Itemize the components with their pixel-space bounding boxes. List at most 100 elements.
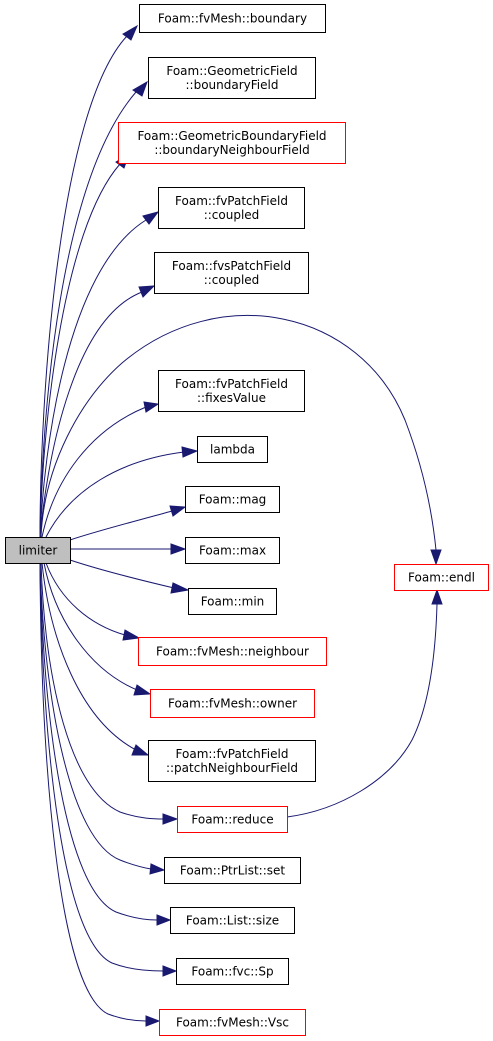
- edge-arrowhead: [122, 629, 141, 641]
- node-label: lambda: [210, 443, 255, 457]
- node-label: Foam::fvMesh::boundary: [158, 12, 307, 26]
- node-owner[interactable]: Foam::fvMesh::owner: [150, 689, 315, 718]
- edge-line: [40, 562, 165, 820]
- node-neighbour[interactable]: Foam::fvMesh::neighbour: [138, 637, 327, 666]
- node-box: [176, 958, 289, 985]
- node-box: [159, 1009, 306, 1036]
- node-box: [185, 537, 280, 564]
- edge-line: [39, 219, 147, 538]
- edge-limiter-to-neighbour: [45, 562, 141, 641]
- node-ptrlist_set[interactable]: Foam::PtrList::set: [164, 857, 301, 884]
- edge-arrowhead: [138, 285, 156, 298]
- node-label: Foam::min: [201, 595, 265, 609]
- node-root-limiter[interactable]: limiter: [5, 537, 71, 564]
- node-max[interactable]: Foam::max: [185, 537, 280, 564]
- edge-line: [40, 315, 437, 551]
- edge-limiter-to-patchNeighbourField: [41, 562, 150, 756]
- node-patchNeighbourField[interactable]: Foam::fvPatchField::patchNeighbourField: [148, 740, 316, 782]
- edge-line: [69, 510, 173, 541]
- node-box: [170, 907, 295, 934]
- edge-arrowhead: [170, 543, 187, 555]
- node-label: Foam::List::size: [186, 914, 279, 928]
- edge-arrowhead: [431, 588, 443, 605]
- edge-arrowhead: [170, 582, 190, 594]
- node-fixesValue[interactable]: Foam::fvPatchField::fixesValue: [158, 370, 305, 412]
- edge-line: [39, 562, 164, 972]
- node-label: Foam::fvPatchField: [175, 194, 288, 208]
- node-list_size[interactable]: Foam::List::size: [170, 907, 295, 934]
- edge-reduce-to-endl: [286, 588, 443, 818]
- node-box: [148, 740, 316, 782]
- edge-line: [39, 291, 143, 538]
- node-fvsPatchField_coupled[interactable]: Foam::fvsPatchField::coupled: [154, 252, 309, 294]
- edge-limiter-to-min: [69, 559, 190, 594]
- node-fvPatchField_coupled[interactable]: Foam::fvPatchField::coupled: [158, 187, 305, 229]
- edge-limiter-to-mag: [69, 505, 187, 541]
- edge-limiter-to-boundary: [39, 24, 139, 538]
- node-min[interactable]: Foam::min: [188, 588, 277, 615]
- edges-layer: [39, 24, 443, 1027]
- node-box: [148, 57, 316, 99]
- node-vsc[interactable]: Foam::fvMesh::Vsc: [159, 1009, 306, 1036]
- edge-arrowhead: [149, 863, 166, 875]
- edge-limiter-to-lambda: [45, 446, 199, 538]
- node-label: Foam::fvMesh::neighbour: [156, 645, 309, 659]
- edge-arrowhead: [142, 211, 160, 225]
- node-boundaryField[interactable]: Foam::GeometricField::boundaryField: [148, 57, 316, 99]
- node-reduce[interactable]: Foam::reduce: [177, 806, 288, 833]
- node-box: [164, 857, 301, 884]
- node-lambda[interactable]: lambda: [197, 436, 268, 463]
- edge-line: [39, 163, 121, 538]
- nodes-layer: limiter Foam::fvMesh::boundaryFoam::Geome…: [5, 4, 489, 1036]
- node-mag[interactable]: Foam::mag: [185, 486, 280, 513]
- edge-arrowhead: [145, 1015, 161, 1027]
- node-label: Foam::fvPatchField: [175, 377, 288, 391]
- edge-line: [43, 562, 138, 691]
- edge-line: [69, 559, 175, 589]
- edge-arrowhead: [132, 80, 148, 97]
- node-label: Foam::max: [199, 544, 266, 558]
- node-label: ::patchNeighbourField: [166, 761, 298, 775]
- node-endl[interactable]: Foam::endl: [394, 564, 489, 591]
- node-box: [394, 564, 489, 591]
- node-label: Foam::endl: [408, 571, 475, 585]
- edge-limiter-to-fvsPatchField_coupled: [39, 285, 156, 538]
- node-box: [185, 486, 280, 513]
- node-box: [118, 122, 346, 164]
- edge-limiter-to-max: [70, 543, 187, 555]
- node-label: Foam::fvPatchField: [176, 747, 289, 761]
- node-label: ::boundaryField: [186, 78, 279, 92]
- node-boundary[interactable]: Foam::fvMesh::boundary: [139, 4, 326, 33]
- edge-arrowhead: [181, 446, 199, 458]
- edge-line: [286, 603, 438, 818]
- edge-limiter-to-fixesValue: [41, 401, 160, 538]
- edge-arrowhead: [133, 684, 152, 696]
- edge-arrowhead: [122, 24, 139, 41]
- node-label: limiter: [19, 544, 58, 558]
- edge-arrowhead: [156, 914, 172, 926]
- edge-line: [41, 562, 137, 751]
- edge-limiter-to-list_size: [39, 562, 172, 926]
- edge-arrowhead: [162, 965, 178, 977]
- edge-line: [39, 562, 158, 921]
- node-boundaryNeighbourField[interactable]: Foam::GeometricBoundaryField::boundaryNe…: [118, 122, 346, 164]
- edge-limiter-to-fvPatchField_coupled: [39, 211, 160, 538]
- node-label: Foam::fvMesh::Vsc: [176, 1016, 289, 1030]
- node-fvc_sp[interactable]: Foam::fvc::Sp: [176, 958, 289, 985]
- node-label: Foam::fvMesh::owner: [168, 697, 297, 711]
- edge-limiter-to-reduce: [40, 562, 179, 825]
- edge-line: [39, 562, 152, 870]
- edge-limiter-to-fvc_sp: [39, 562, 178, 977]
- node-label: Foam::mag: [199, 493, 267, 507]
- edge-line: [41, 406, 147, 538]
- edge-arrowhead: [143, 401, 160, 413]
- node-box: [158, 187, 305, 229]
- edge-limiter-to-owner: [43, 562, 152, 696]
- node-label: Foam::fvc::Sp: [191, 965, 273, 979]
- node-box: [139, 4, 326, 33]
- node-label: ::fixesValue: [197, 391, 266, 405]
- edge-arrowhead: [162, 813, 179, 825]
- edge-line: [45, 562, 126, 636]
- node-label: Foam::reduce: [191, 813, 273, 827]
